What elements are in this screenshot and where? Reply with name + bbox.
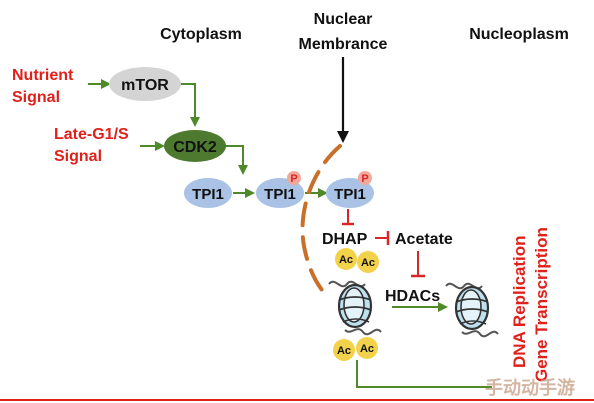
phospho-tpi1-node [256,178,304,208]
ac-badge-1 [335,248,357,270]
phospho-badge-2 [358,171,372,185]
outcome-gene-transcription: Gene Transcription [532,227,551,382]
phospho-badge-2-label: P [361,173,368,185]
acetylated-nucleosome-icon [327,280,383,336]
nuclear-tpi1-node [326,178,374,208]
ac-badge-3 [333,339,355,361]
nuclear-membrane [300,144,342,292]
header-membrance: Membrance [299,36,388,53]
ac-badge-2 [357,251,379,273]
cdk2-node [164,130,226,162]
mtor-label: mTOR [121,77,169,94]
header-cytoplasm: Cytoplasm [160,26,242,43]
acetate-label: Acetate [395,231,453,248]
tpi1-label: TPI1 [192,186,224,203]
phospho-badge-1 [287,171,301,185]
tpi1-node [184,178,232,208]
outcome-dna-replication: DNA Replication [510,235,529,368]
nutrient-signal-label-2: Signal [12,89,60,106]
phospho-tpi1-label: TPI1 [264,186,296,203]
arrow-cdk2-to-tpi1 [225,145,248,175]
hdacs-label: HDACs [385,288,440,305]
line-nucleosome-to-outcome [356,360,492,388]
ac-badge-3-label: Ac [337,345,351,357]
header-nucleoplasm: Nucleoplasm [469,26,569,43]
mtor-node [109,67,181,101]
ac-badge-4 [356,337,378,359]
header-nuclear: Nuclear [314,11,373,28]
lateg1s-signal-label-2: Signal [54,148,102,165]
dhap-label: DHAP [322,231,368,248]
nutrient-signal-label: Nutrient [12,67,74,84]
phospho-badge-1-label: P [290,173,297,185]
arrow-mtor-to-cdk2 [180,83,200,127]
lateg1s-signal-label: Late-G1/S [54,126,129,143]
nuclear-tpi1-label: TPI1 [334,186,366,203]
ac-badge-1-label: Ac [339,254,353,266]
deacetylated-nucleosome-icon [444,282,500,338]
cdk2-label: CDK2 [173,139,217,156]
ac-badge-2-label: Ac [361,257,375,269]
watermark: 手动动手游 [485,377,575,399]
ac-badge-4-label: Ac [360,343,374,355]
